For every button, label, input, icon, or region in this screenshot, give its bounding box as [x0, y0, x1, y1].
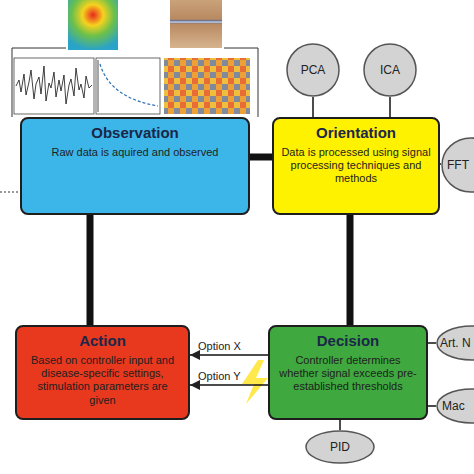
method-ellipse: Mac: [436, 388, 474, 424]
method-label: PCA: [301, 63, 326, 77]
axis-line: [98, 60, 99, 112]
link-line: [190, 384, 268, 386]
box-heading: Observation: [28, 124, 242, 142]
method-label: Art. N: [440, 336, 471, 350]
dotted-lead: [0, 192, 20, 193]
box-heading: Orientation: [280, 124, 432, 142]
method-ellipse: PID: [305, 430, 375, 464]
signal-panel: [14, 58, 94, 114]
decision-box: DecisionController determines whether si…: [268, 325, 428, 420]
link-line: [339, 420, 341, 430]
noise-overlay: [164, 58, 250, 114]
box-body: Raw data is aquired and observed: [28, 146, 242, 159]
option-label: Option X: [198, 340, 241, 352]
method-ellipse: Art. N: [436, 325, 474, 361]
noise-heatmap: [164, 58, 250, 114]
loop-connector: [347, 215, 354, 325]
box-heading: Action: [23, 332, 182, 350]
box-body: Data is processed using signal processin…: [280, 146, 432, 186]
decay-curve: [100, 64, 158, 106]
link-line: [428, 342, 436, 344]
loop-connector: [250, 154, 272, 161]
method-label: FFT: [447, 158, 469, 172]
spectrogram-line: [170, 22, 222, 23]
method-label: ICA: [380, 63, 400, 77]
method-circle: FFT: [441, 137, 474, 193]
spectrogram-image: [170, 0, 222, 48]
box-body: Controller determines whether signal exc…: [276, 354, 420, 394]
loop-connector: [87, 215, 94, 325]
method-label: Mac: [442, 399, 465, 413]
link-line: [312, 97, 314, 117]
action-box: ActionBased on controller input and dise…: [15, 325, 190, 420]
lightning-bolt: [242, 360, 268, 404]
method-label: PID: [330, 440, 350, 454]
method-circle: ICA: [363, 43, 417, 97]
orientation-box: OrientationData is processed using signa…: [272, 117, 440, 215]
link-line: [190, 354, 268, 356]
link-line: [389, 97, 391, 117]
box-heading: Decision: [276, 332, 420, 350]
signal-trace: [16, 66, 92, 104]
link-line: [440, 163, 441, 165]
decay-panel: [96, 58, 160, 114]
option-label: Option Y: [198, 370, 241, 382]
observation-box: ObservationRaw data is aquired and obser…: [20, 117, 250, 215]
heatmap-image: [68, 0, 118, 50]
method-circle: PCA: [286, 43, 340, 97]
link-line: [428, 405, 436, 407]
box-body: Based on controller input and disease-sp…: [23, 354, 182, 407]
